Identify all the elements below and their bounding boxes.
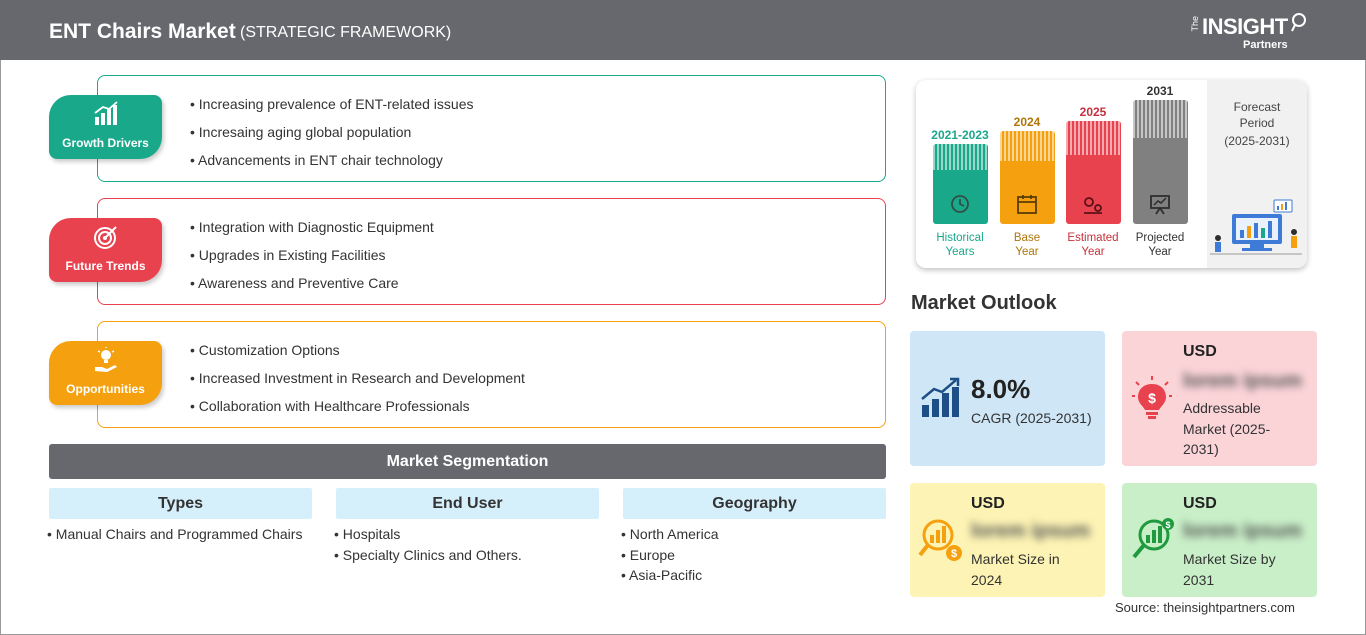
forecast-period-label: Forecast Period (2025-2031) — [1224, 100, 1290, 148]
list-item: Upgrades in Existing Facilities — [190, 241, 434, 269]
presentation-board-icon — [1150, 195, 1170, 215]
future-trends-badge: Future Trends — [49, 218, 162, 282]
magnifier-chart-icon: $ — [918, 519, 962, 561]
dollar-lightbulb-icon: $ — [1132, 376, 1172, 419]
svg-text:$: $ — [1148, 390, 1156, 406]
svg-text:$: $ — [1165, 520, 1170, 530]
list-item: Integration with Diagnostic Equipment — [190, 213, 434, 241]
list-item: Increased Investment in Research and Dev… — [190, 364, 525, 392]
segment-header-types: Types — [49, 488, 312, 519]
list-item: Collaboration with Healthcare Profession… — [190, 392, 525, 420]
growth-drivers-list: Increasing prevalence of ENT-related iss… — [190, 90, 474, 174]
opportunities-badge: Opportunities — [49, 341, 162, 405]
growth-drivers-badge: Growth Drivers — [49, 95, 162, 159]
currency-label: USD — [1183, 343, 1217, 360]
market-outlook-title: Market Outlook — [911, 292, 1057, 314]
insight-partners-logo[interactable]: The INSIGHT Partners — [1190, 12, 1310, 54]
source-credit: Source: theinsightpartners.com — [1115, 600, 1295, 615]
list-item: Specialty Clinics and Others. — [334, 545, 522, 566]
list-item: Asia-Pacific — [621, 565, 719, 586]
badge-label: Opportunities — [66, 382, 145, 396]
page-title: ENT Chairs Market — [49, 20, 236, 43]
currency-label: USD — [1183, 495, 1217, 512]
types-list: Manual Chairs and Programmed Chairs — [47, 524, 303, 545]
list-item: Manual Chairs and Programmed Chairs — [47, 524, 303, 545]
list-item: North America — [621, 524, 719, 545]
header-bar: ENT Chairs Market (STRATEGIC FRAMEWORK) … — [0, 0, 1366, 60]
target-icon — [94, 226, 117, 249]
analytics-dashboard-illustration-icon — [1210, 199, 1302, 255]
list-item: Hospitals — [334, 524, 522, 545]
end-user-list: Hospitals Specialty Clinics and Others. — [334, 524, 522, 565]
badge-label: Future Trends — [65, 259, 146, 273]
currency-label: USD — [971, 495, 1005, 512]
period-year: 2025 — [1079, 105, 1107, 119]
calendar-icon — [1017, 195, 1037, 214]
page-subtitle: (STRATEGIC FRAMEWORK) — [240, 24, 452, 41]
cagr-value: 8.0% — [971, 374, 1031, 404]
market-value-redacted: lorem ipsum — [1183, 520, 1302, 542]
market-value-redacted: lorem ipsum — [1183, 370, 1302, 392]
list-item: Increasing prevalence of ENT-related iss… — [190, 90, 474, 118]
magnifier-chart-icon: $ — [1132, 518, 1174, 559]
history-clock-icon — [951, 195, 969, 213]
list-item: Customization Options — [190, 336, 525, 364]
period-bar-estimated — [1066, 121, 1121, 224]
period-year: 2024 — [1013, 115, 1041, 129]
market-segmentation-header: Market Segmentation — [49, 444, 886, 479]
list-item: Advancements in ENT chair technology — [190, 146, 474, 174]
gears-chart-icon — [1084, 197, 1102, 214]
list-item: Europe — [621, 545, 719, 566]
market-value-redacted: lorem ipsum — [971, 520, 1090, 542]
period-year: 2021-2023 — [931, 128, 989, 142]
logo-swirl-icon — [1291, 13, 1306, 32]
lightbulb-hand-icon — [95, 347, 117, 372]
opportunities-list: Customization Options Increased Investme… — [190, 336, 525, 420]
list-item: Awareness and Preventive Care — [190, 269, 434, 297]
segment-header-end-user: End User — [336, 488, 599, 519]
cagr-label: CAGR (2025-2031) — [971, 410, 1092, 426]
future-trends-list: Integration with Diagnostic Equipment Up… — [190, 213, 434, 297]
period-year: 2031 — [1146, 84, 1174, 98]
growth-chart-icon — [921, 377, 960, 417]
cagr-card: 8.0% CAGR (2025-2031) — [910, 331, 1105, 466]
svg-text:$: $ — [951, 548, 957, 560]
list-item: Incresaing aging global population — [190, 118, 474, 146]
segment-header-geography: Geography — [623, 488, 886, 519]
geography-list: North America Europe Asia-Pacific — [621, 524, 719, 586]
period-bar-base — [1000, 131, 1055, 224]
badge-label: Growth Drivers — [62, 136, 149, 150]
bar-chart-growth-icon — [94, 101, 118, 125]
period-bar-historical — [933, 144, 988, 224]
